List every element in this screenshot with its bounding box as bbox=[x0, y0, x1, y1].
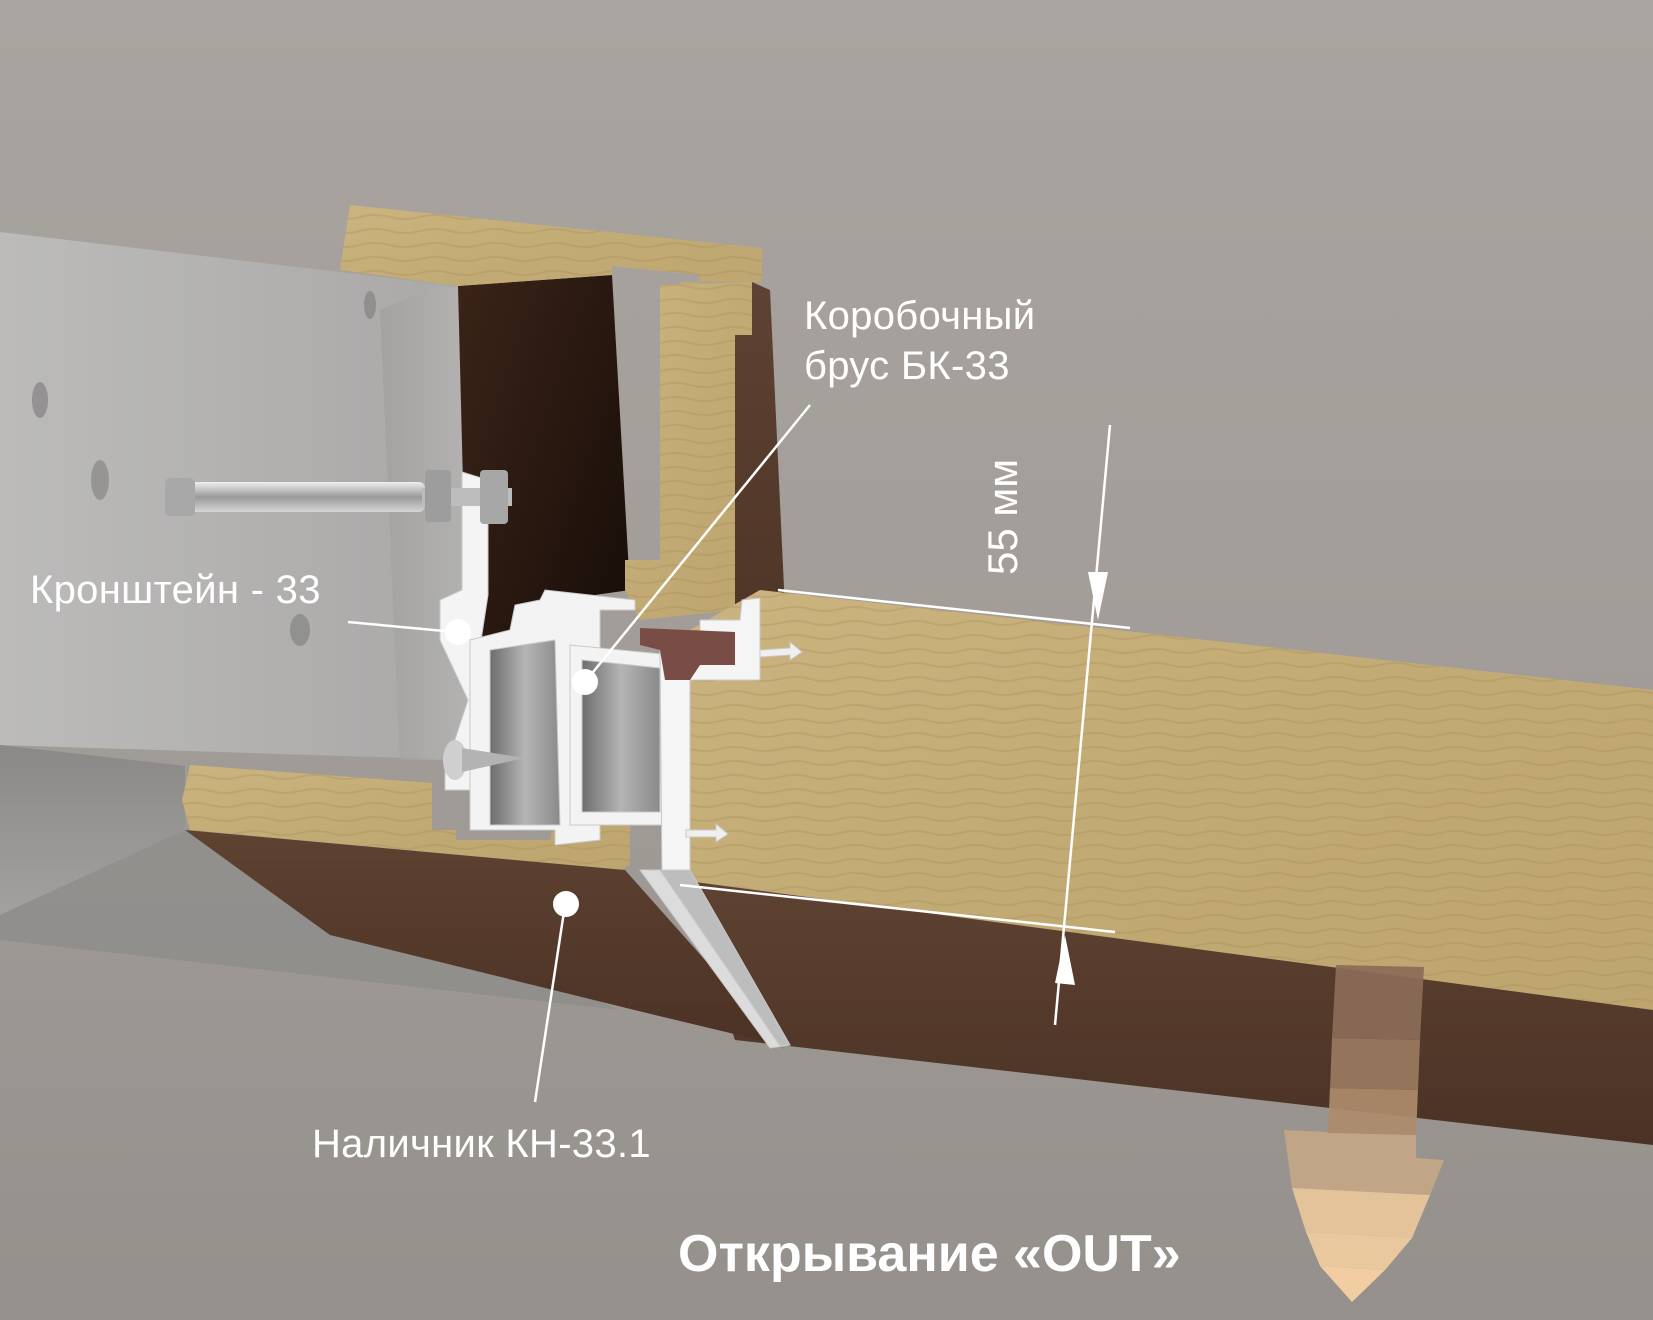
door-leaf bbox=[672, 590, 1653, 1145]
bracket-callout bbox=[347, 620, 456, 634]
dimension-55mm bbox=[679, 424, 1131, 1026]
bottom-casing bbox=[182, 765, 785, 1050]
aluminium-profile bbox=[439, 471, 803, 1049]
frame-beam-label-line2: брус БК-33 bbox=[804, 344, 1010, 388]
frame-beam-callout bbox=[584, 404, 811, 683]
top-casing bbox=[340, 205, 762, 318]
opening-arrow-icon bbox=[1284, 965, 1444, 1302]
callout-leaders bbox=[347, 404, 811, 1103]
casing-callout bbox=[533, 904, 567, 1103]
frame-beam-label-line1: Коробочный bbox=[804, 294, 1036, 338]
screw bbox=[443, 740, 525, 780]
casing-label: Наличник КН-33.1 bbox=[312, 1122, 651, 1166]
bracket-label: Кронштейн - 33 bbox=[30, 568, 321, 612]
dimension-value: 55 мм bbox=[979, 458, 1026, 575]
opening-direction-label: Открывание «OUT» bbox=[678, 1225, 1181, 1283]
anchor-bolt bbox=[165, 470, 512, 524]
seal-profile bbox=[640, 628, 735, 680]
